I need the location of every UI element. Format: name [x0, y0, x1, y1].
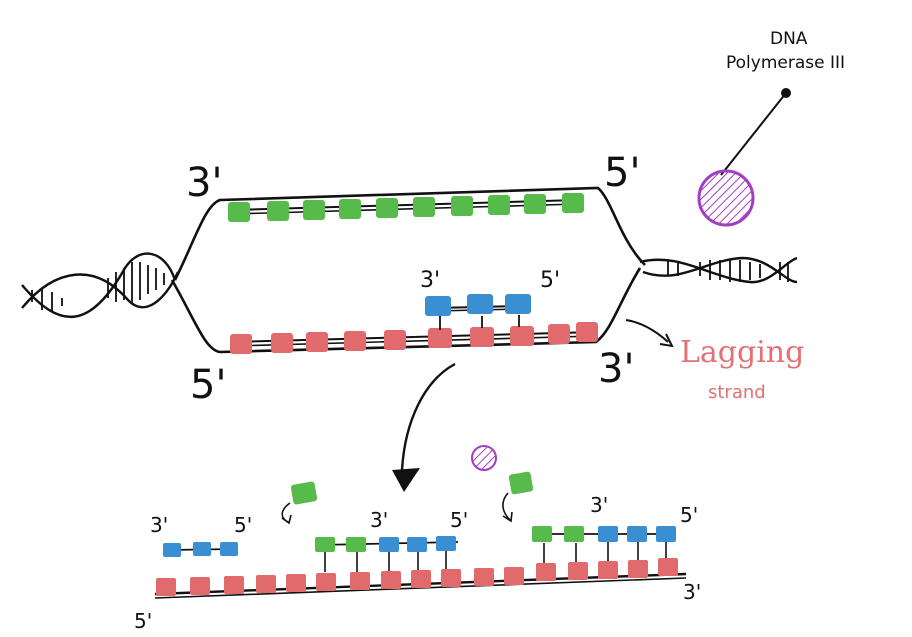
fragment-b: [315, 536, 459, 572]
green-nucleotide: [339, 199, 361, 219]
green-nucleotide: [315, 537, 335, 552]
rna-primer: [425, 294, 531, 330]
right-helix: [639, 256, 798, 284]
green-nucleotide: [267, 201, 289, 221]
lower-construction: 3' 5' 3' 5' 3' 5' 5' 3': [134, 471, 701, 633]
green-nucleotide: [451, 196, 473, 216]
red-nucleotide: [271, 333, 293, 353]
red-nucleotide: [381, 571, 401, 589]
lower-a-left-label: 3': [150, 513, 168, 537]
red-nucleotide: [230, 334, 252, 354]
blue-nucleotide: [656, 526, 676, 542]
blue-nucleotide: [163, 543, 181, 557]
replication-bubble: [170, 186, 646, 354]
red-nucleotide: [384, 330, 406, 350]
red-nucleotide: [156, 578, 176, 596]
blue-nucleotide: [193, 542, 211, 556]
enzyme-circle: [697, 169, 755, 227]
lower-b-right-label: 5': [450, 508, 468, 532]
red-nucleotide: [536, 563, 556, 581]
enzyme-name-line2: Polymerase III: [726, 53, 845, 73]
blue-nucleotide: [598, 526, 618, 542]
green-nucleotide: [564, 526, 584, 542]
green-nucleotide: [488, 195, 510, 215]
lower-c-right-label: 5': [680, 503, 698, 527]
green-nucleotide: [228, 202, 250, 222]
red-nucleotide: [576, 322, 598, 342]
primer-left-label: 3': [420, 268, 440, 293]
enzyme-name-line1: DNA: [770, 29, 808, 49]
free-green-nucleotide: [290, 481, 318, 505]
blue-nucleotide: [220, 542, 238, 556]
red-nucleotide: [256, 575, 276, 593]
red-nucleotide: [504, 567, 524, 585]
blue-nucleotide: [627, 526, 647, 542]
blue-nucleotide: [436, 536, 456, 551]
blue-nucleotide: [379, 537, 399, 552]
fragment-a: [163, 542, 238, 557]
red-nucleotide: [224, 576, 244, 594]
lower-c-left-label: 3': [590, 493, 608, 517]
red-nucleotide: [598, 561, 618, 579]
green-nucleotide: [303, 200, 325, 220]
red-nucleotide: [470, 327, 494, 347]
small-enzyme-circle: [471, 445, 497, 471]
red-nucleotide: [510, 326, 534, 346]
red-nucleotide: [344, 331, 366, 351]
red-nucleotide: [350, 572, 370, 590]
bottom-strand-left-label: 5': [190, 362, 226, 408]
red-nucleotide: [411, 570, 431, 588]
red-nucleotide: [306, 332, 328, 352]
green-nucleotide: [524, 194, 546, 214]
green-nucleotide: [376, 198, 398, 218]
lower-strand-right-label: 3': [683, 580, 701, 604]
lagging-title: Lagging: [680, 335, 804, 370]
red-nucleotide: [474, 568, 494, 586]
green-nucleotide: [562, 193, 584, 213]
process-arrow: [392, 362, 456, 492]
green-nucleotide: [532, 526, 552, 542]
primer-right-label: 5': [540, 268, 560, 293]
dna-polymerase-iii: DNA Polymerase III: [697, 29, 845, 227]
red-nucleotide: [568, 562, 588, 580]
blue-nucleotide: [505, 294, 531, 314]
bottom-strand: [230, 294, 598, 354]
top-strand-right-label: 5': [604, 150, 640, 196]
red-nucleotide: [441, 569, 461, 587]
free-green-nucleotide: [508, 471, 534, 495]
red-nucleotide: [428, 328, 452, 348]
lower-b-left-label: 3': [370, 508, 388, 532]
blue-nucleotide: [407, 537, 427, 552]
green-nucleotide: [413, 197, 435, 217]
lagging-subtitle: strand: [708, 382, 766, 403]
red-nucleotide: [286, 574, 306, 592]
red-nucleotide: [658, 558, 678, 576]
fragment-c: [532, 526, 676, 563]
bottom-strand-right-label: 3': [598, 346, 634, 392]
top-strand-left-label: 3': [186, 160, 222, 206]
lagging-annotation: Lagging strand: [625, 319, 804, 403]
green-nucleotide: [346, 537, 366, 552]
lower-strand-left-label: 5': [134, 609, 152, 633]
red-nucleotide: [548, 324, 570, 344]
blue-nucleotide: [425, 296, 451, 316]
left-helix: [21, 252, 180, 319]
red-nucleotide: [190, 577, 210, 595]
red-nucleotide: [628, 560, 648, 578]
lower-a-right-label: 5': [234, 513, 252, 537]
top-strand: [228, 193, 584, 222]
red-nucleotide: [316, 573, 336, 591]
blue-nucleotide: [467, 294, 493, 314]
